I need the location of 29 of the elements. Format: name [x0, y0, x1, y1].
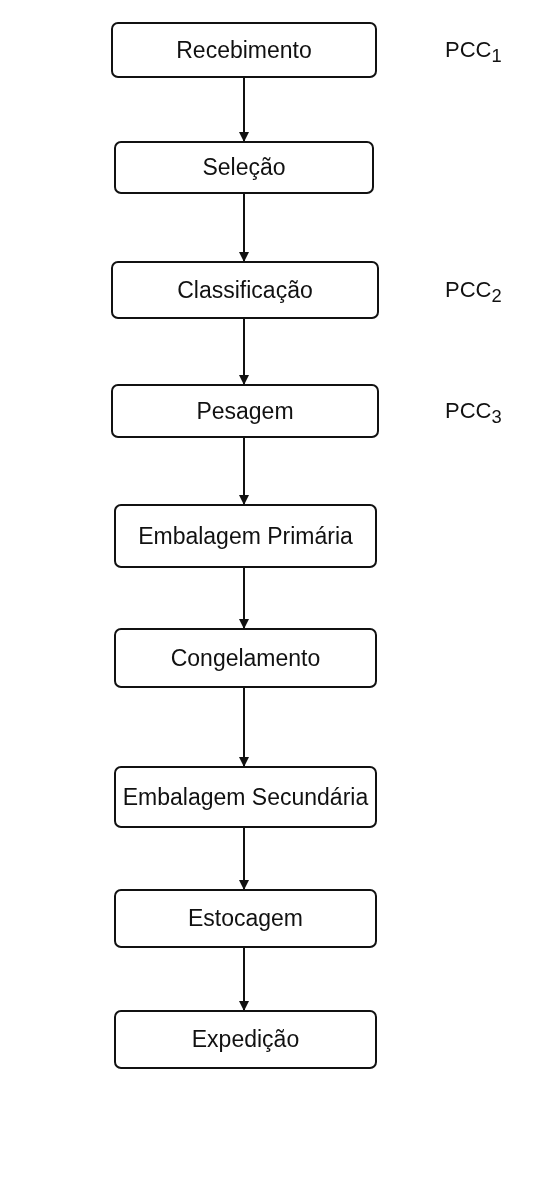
arrow — [239, 947, 249, 1011]
step-label: Recebimento — [176, 36, 312, 64]
arrow — [239, 77, 249, 142]
process-box — [111, 22, 377, 78]
step-label: Congelamento — [170, 644, 321, 672]
arrow — [239, 318, 249, 385]
control-point-label: PCC$_{3}$ — [445, 398, 502, 429]
arrow — [239, 687, 249, 767]
process-box — [114, 889, 377, 948]
control-point-label: PCC$_{1}$ — [445, 37, 502, 68]
step-label: Estocagem — [187, 905, 304, 932]
step-label: Embalagem Secundária — [122, 783, 369, 811]
arrow — [239, 567, 249, 629]
arrow — [239, 827, 249, 890]
step-label: Pesagem — [196, 397, 294, 425]
process-box — [114, 628, 377, 688]
control-point-label: PCC$_{2}$ — [445, 277, 502, 308]
process-box — [111, 261, 379, 319]
arrow — [239, 193, 249, 262]
process-box — [114, 141, 374, 194]
arrow — [239, 437, 249, 505]
step-label: Expedição — [191, 1026, 300, 1053]
process-box — [111, 384, 379, 438]
process-box — [114, 1010, 377, 1069]
step-label: Seleção — [202, 154, 286, 181]
process-box — [114, 504, 377, 568]
process-box — [114, 766, 377, 828]
step-label: Embalagem Primária — [138, 522, 353, 550]
step-label: Classificação — [177, 276, 313, 304]
